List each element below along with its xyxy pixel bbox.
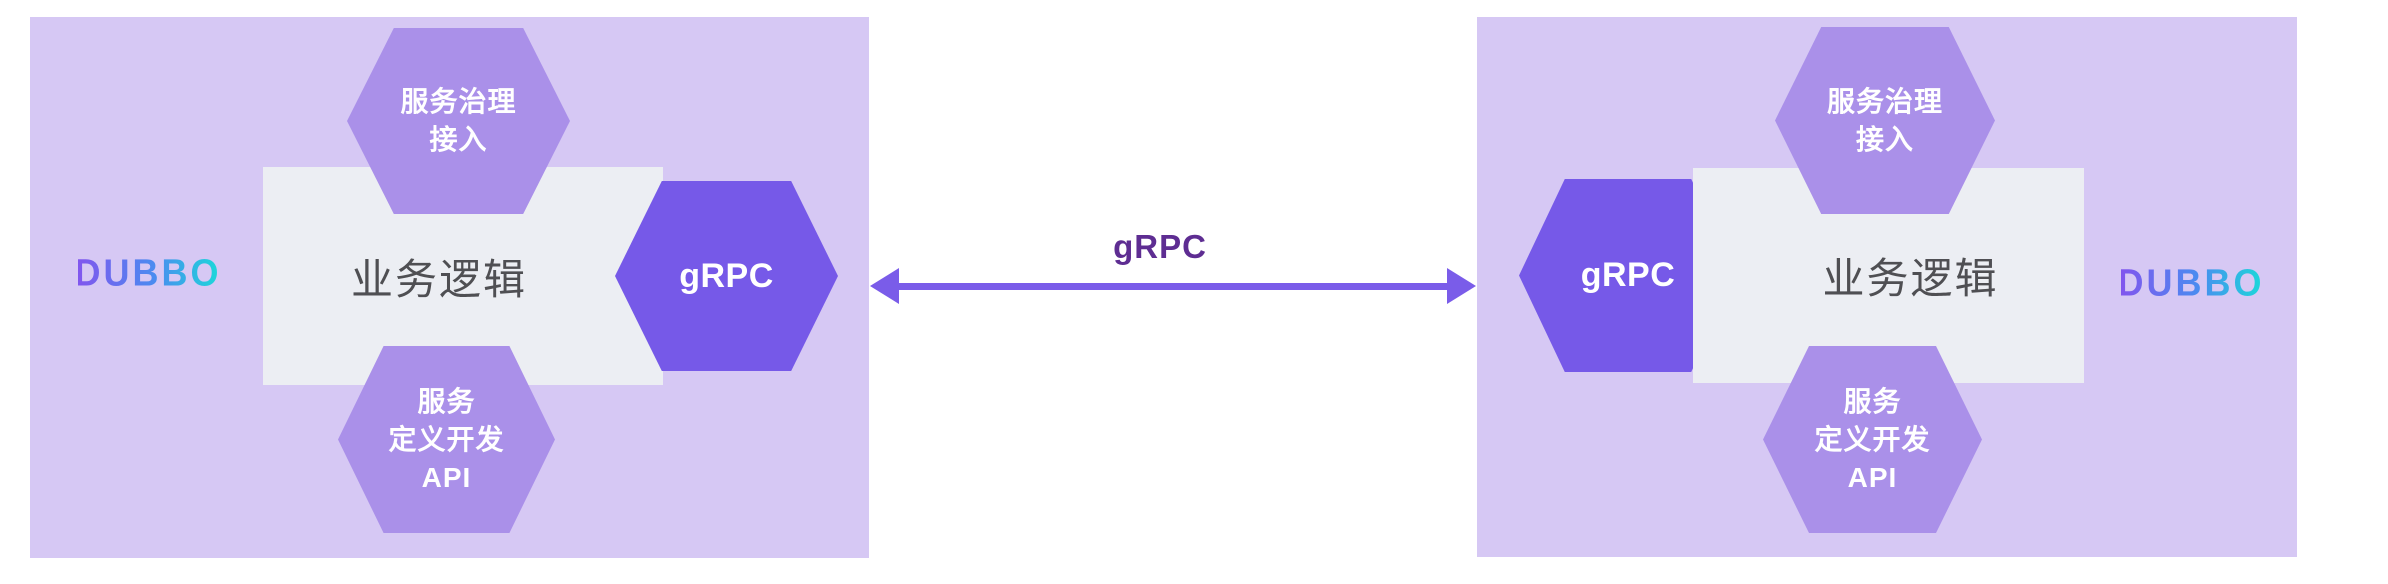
api-hexagon: 服务 定义开发 API bbox=[338, 346, 555, 533]
grpc-hexagon-label: gRPC bbox=[679, 256, 774, 295]
api-hexagon: 服务 定义开发 API bbox=[1763, 346, 1982, 533]
right-service-box: gRPC 业务逻辑 服务治理 接入 服务 定义开发 API DUBBO bbox=[1477, 17, 2297, 557]
connection-label: gRPC bbox=[1113, 228, 1207, 265]
grpc-hexagon-label: gRPC bbox=[1580, 256, 1676, 294]
business-logic-label: 业务逻辑 bbox=[1822, 255, 1999, 302]
api-hexagon-label: 服务 定义开发 API bbox=[388, 385, 505, 493]
dubbo-logo: DUBBO bbox=[2117, 260, 2265, 304]
grpc-arrow-right-head bbox=[1447, 268, 1476, 304]
governance-hexagon: 服务治理 接入 bbox=[1775, 27, 1995, 214]
business-logic-label-wrap: 业务逻辑 bbox=[263, 167, 615, 385]
governance-hexagon-label: 服务治理 接入 bbox=[400, 86, 517, 155]
governance-hexagon-label: 服务治理 接入 bbox=[1826, 85, 1943, 155]
governance-hexagon: 服务治理 接入 bbox=[347, 28, 570, 214]
dubbo-logo: DUBBO bbox=[74, 250, 222, 294]
grpc-hexagon: gRPC bbox=[615, 181, 838, 371]
grpc-arrow-shaft bbox=[897, 283, 1449, 290]
business-logic-label-wrap: 业务逻辑 bbox=[1737, 168, 2084, 383]
left-service-box: DUBBO 业务逻辑 服务治理 接入 服务 定义开发 API gRPC bbox=[30, 17, 869, 558]
api-hexagon-label: 服务 定义开发 API bbox=[1814, 385, 1931, 493]
business-logic-label: 业务逻辑 bbox=[350, 255, 527, 303]
grpc-arrow-left-head bbox=[870, 268, 899, 304]
